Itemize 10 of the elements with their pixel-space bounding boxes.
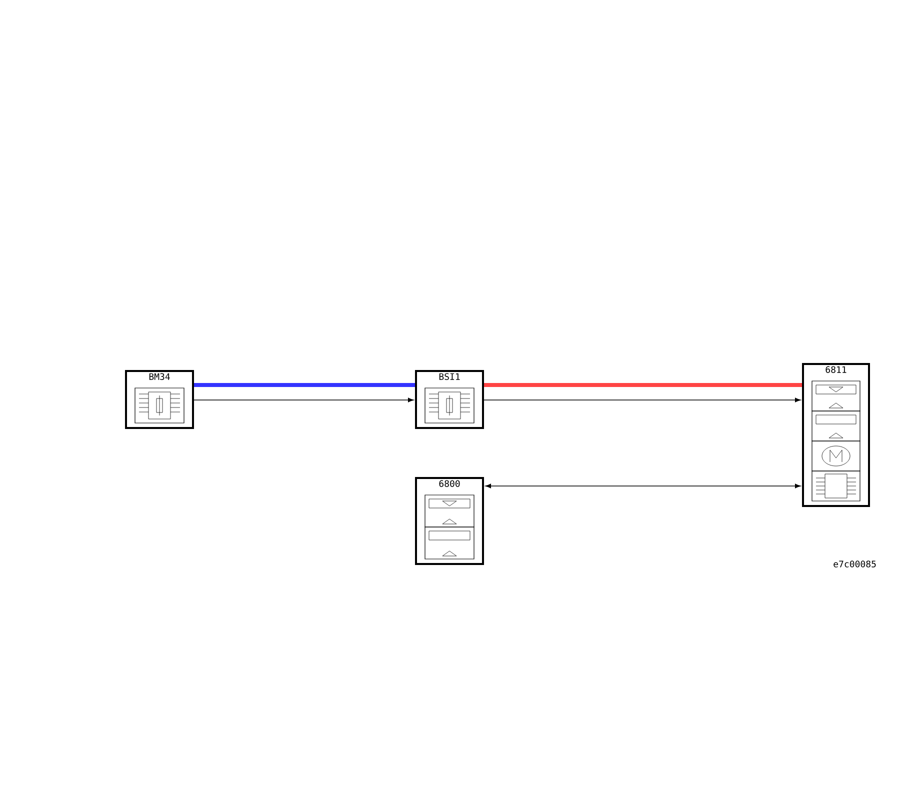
module-box: 6800 xyxy=(415,477,484,565)
arrow xyxy=(485,484,801,488)
module-box: BSI1 xyxy=(415,370,484,429)
module-box: BM34 xyxy=(125,370,194,429)
wire xyxy=(484,383,802,387)
wire xyxy=(194,383,415,387)
reference-code: e7c00085 xyxy=(834,560,876,568)
arrow xyxy=(194,398,414,402)
arrow xyxy=(484,398,801,402)
module-box: 6811 xyxy=(802,363,870,507)
